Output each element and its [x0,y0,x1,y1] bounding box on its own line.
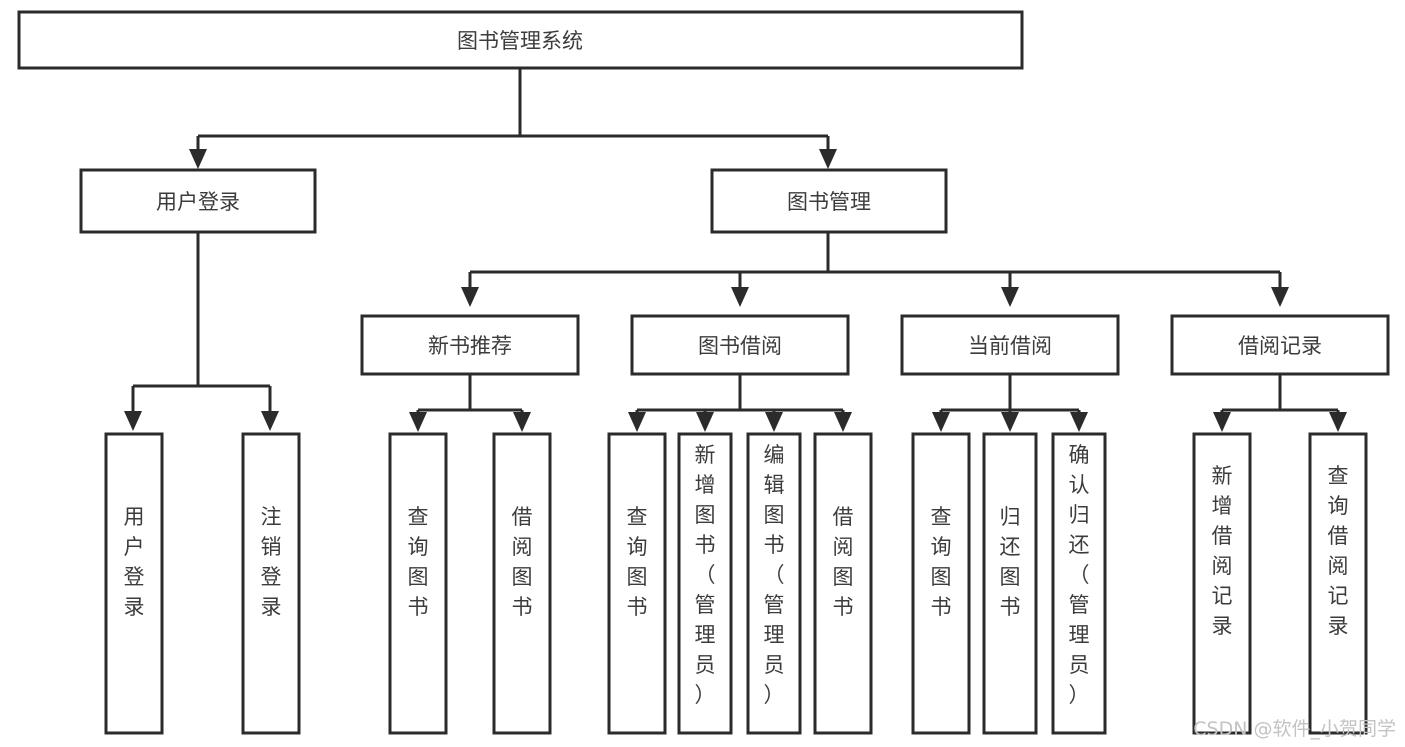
leaf-query-book-2-box[interactable] [607,432,667,735]
leaf-query-book-3-label: 查询图书 [931,505,952,619]
leaf-node[interactable]: 借阅图书 [492,432,552,735]
node-borrow-record[interactable]: 借阅记录 [1170,314,1390,376]
leaf-node[interactable]: 新增借阅记录 [1192,432,1252,735]
leaf-node[interactable]: 查询图书 [911,432,971,735]
node-current-borrow-box[interactable] [900,314,1120,376]
node-borrow-record-box[interactable] [1170,314,1390,376]
arrow-icon [1213,412,1231,432]
node-book-borrow[interactable]: 图书借阅 [630,314,850,376]
arrow-icon [1329,412,1347,432]
node-book-manage-label: 图书管理 [787,190,871,214]
node-root-box[interactable] [17,10,1024,70]
leaf-query-borrow-record-box[interactable] [1308,432,1368,735]
leaf-query-book-3-box[interactable] [911,432,971,735]
leaf-add-borrow-record-box[interactable] [1192,432,1252,735]
leaf-query-book-1-label: 查询图书 [408,505,429,619]
leaf-logout-label: 注销登录 [261,505,282,619]
csdn-watermark: CSDN @软件_小贺同学 [1193,718,1396,740]
node-book-manage-box[interactable] [710,168,948,234]
node-user-login-label: 用户登录 [156,190,240,214]
node-new-book-recommend[interactable]: 新书推荐 [360,314,580,376]
leaf-query-book-2-label: 查询图书 [627,505,648,619]
arrow-icon [932,412,950,432]
arrow-icon [1070,412,1088,432]
node-book-borrow-label: 图书借阅 [698,334,782,358]
node-new-book-recommend-label: 新书推荐 [428,334,512,358]
leaf-node[interactable]: 借阅图书 [813,432,873,735]
arrow-icon [513,412,531,432]
leaf-user-login-box[interactable] [104,432,164,735]
arrow-icon [461,287,479,307]
leaf-confirm-return-box[interactable] [1051,432,1107,735]
node-user-login-box[interactable] [79,168,317,234]
leaf-return-book-label: 归还图书 [1000,505,1021,619]
leaf-return-book-box[interactable] [982,432,1038,735]
node-borrow-record-label: 借阅记录 [1238,334,1322,358]
leaf-query-book-1-box[interactable] [388,432,448,735]
arrow-icon [819,149,837,169]
arrow-icon [1001,412,1019,432]
node-current-borrow[interactable]: 当前借阅 [900,314,1120,376]
leaf-add-borrow-record-label: 新增借阅记录 [1212,464,1233,638]
arrow-icon [696,412,714,432]
leaf-confirm-return-label: 确认归还（管理员） [1069,443,1090,707]
arrow-icon [409,412,427,432]
node-book-manage[interactable]: 图书管理 [710,168,948,234]
leaf-node[interactable]: 归还图书 [982,432,1038,735]
leaf-node[interactable]: 新增图书（管理员） [677,432,733,735]
leaf-user-login-label: 用户登录 [124,505,145,619]
leaf-logout-box[interactable] [241,432,301,735]
arrow-icon [731,287,749,307]
arrow-icon [1001,287,1019,307]
leaf-query-borrow-record-label: 查询借阅记录 [1328,464,1349,638]
leaf-borrow-book-2-label: 借阅图书 [833,505,854,619]
leaf-node[interactable]: 查询图书 [607,432,667,735]
arrow-icon [1271,287,1289,307]
leaf-node[interactable]: 确认归还（管理员） [1051,432,1107,735]
node-new-book-recommend-box[interactable] [360,314,580,376]
leaf-add-book-box[interactable] [677,432,733,735]
leaf-borrow-book-1-label: 借阅图书 [512,505,533,619]
arrow-icon [124,411,142,431]
leaf-node[interactable]: 编辑图书（管理员） [746,432,802,735]
arrow-icon [628,412,646,432]
arrow-icon [189,149,207,169]
leaf-node[interactable]: 查询借阅记录 [1308,432,1368,735]
leaf-edit-book-label: 编辑图书（管理员） [764,443,785,707]
node-root-label: 图书管理系统 [457,29,583,53]
arrow-icon [261,411,279,431]
leaf-node[interactable]: 注销登录 [241,432,301,735]
node-user-login[interactable]: 用户登录 [79,168,317,234]
connector-layer [124,68,1347,432]
leaf-node[interactable]: 用户登录 [104,432,164,735]
arrow-icon [834,412,852,432]
leaf-node[interactable]: 查询图书 [388,432,448,735]
leaf-edit-book-box[interactable] [746,432,802,735]
node-current-borrow-label: 当前借阅 [968,334,1052,358]
leaf-borrow-book-1-box[interactable] [492,432,552,735]
arrow-icon [765,412,783,432]
leaf-add-book-label: 新增图书（管理员） [695,443,716,707]
leaf-borrow-book-2-box[interactable] [813,432,873,735]
node-book-borrow-box[interactable] [630,314,850,376]
node-root[interactable]: 图书管理系统 [17,10,1024,70]
